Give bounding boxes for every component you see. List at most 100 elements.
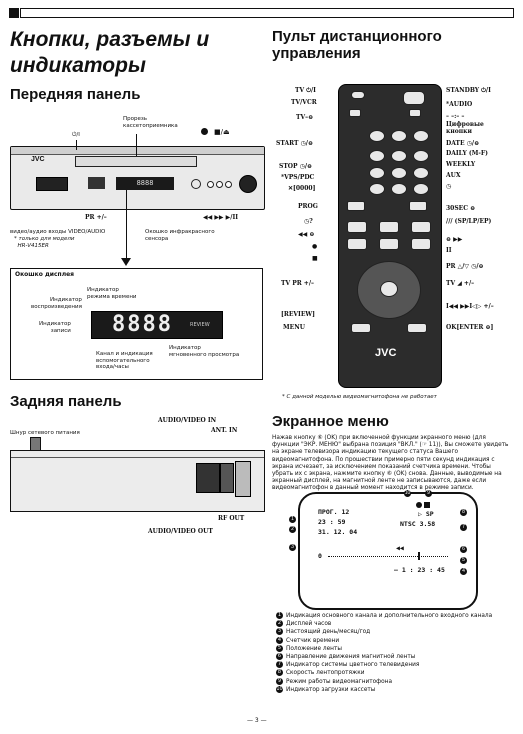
vcr-rear-panel	[10, 450, 265, 512]
av-in-label: AUDIO/VIDEO IN	[158, 417, 217, 424]
av-inputs-label: видео/аудио входы VIDEO/AUDIO	[10, 229, 106, 235]
osd-scale-start: 0	[318, 552, 322, 560]
power-pointer	[76, 140, 77, 150]
display-window-box: Окошко дисплея Индикатор режима времени …	[10, 268, 263, 380]
digit-8[interactable]	[391, 167, 407, 179]
rew-button[interactable]	[207, 181, 214, 188]
digit-9[interactable]	[413, 167, 429, 179]
pause-button[interactable]	[411, 238, 431, 250]
prog-button[interactable]	[347, 201, 365, 211]
remote-label-left-6: ✕[0000]	[288, 185, 316, 192]
osd-counter: – 1 : 23 : 45	[394, 566, 445, 574]
osd-callout-8: 8	[460, 504, 470, 522]
remote-label-right-6: WEEKLY	[446, 161, 476, 168]
front-panel-heading: Передняя панель	[10, 86, 141, 103]
rec-button[interactable]	[347, 238, 367, 250]
30sec-button[interactable]	[409, 201, 427, 211]
remote-label-left-3: START ◷/⊖	[276, 140, 314, 147]
remote-label-left-1: TV/VCR	[291, 99, 317, 106]
audio-button[interactable]	[409, 109, 421, 117]
menu-button[interactable]	[351, 323, 371, 333]
play-button[interactable]	[379, 221, 399, 233]
remote-label-left-10: ●	[312, 243, 318, 250]
review-badge: REVIEW	[190, 322, 210, 328]
osd-clock: 23 : 59	[318, 518, 346, 526]
front-av-jacks	[36, 177, 68, 191]
header-black-square	[9, 8, 19, 18]
digit-6[interactable]	[413, 150, 429, 162]
remote-label-right-1: *AUDIO	[446, 101, 473, 108]
ff-button[interactable]	[411, 221, 431, 233]
record-indicator-label: Индикатор записи	[39, 321, 71, 334]
ant-rf-jacks	[235, 461, 251, 497]
digit-7[interactable]	[369, 167, 385, 179]
remote-label-left-12: TV PR +/–	[281, 280, 315, 287]
remote-label-right-0: STANDBY ⏻/I	[446, 87, 491, 94]
osd-mode: ▷ SP	[418, 510, 434, 518]
osd-callout-9: 9	[425, 485, 435, 503]
remote-label-left-11: ■	[312, 255, 318, 262]
enter-button[interactable]	[407, 323, 427, 333]
cancel-button[interactable]	[369, 183, 385, 195]
av-in-jacks	[196, 463, 220, 493]
remote-label-right-3: Цифровые кнопки	[446, 121, 484, 135]
play-button[interactable]	[225, 181, 232, 188]
aux-button[interactable]	[413, 183, 429, 195]
channel-indicator-label: Канал и индикация вспомогательного входа…	[96, 351, 153, 370]
osd-heading: Экранное меню	[272, 413, 389, 430]
rear-panel-heading: Задняя панель	[10, 393, 122, 410]
digit-3[interactable]	[413, 130, 429, 142]
remote-brand: JVC	[375, 347, 397, 359]
digit-2[interactable]	[391, 130, 407, 142]
osd-date: 31. 12. 04	[318, 528, 358, 536]
digit-0[interactable]	[391, 183, 407, 195]
record-dot-icon	[201, 128, 208, 135]
tv-vcr-button[interactable]	[349, 109, 361, 117]
transport-labels: ◀◀ ▶▶ ▶/II	[203, 214, 239, 221]
remote-label-left-5: *VPS/PDC	[281, 174, 315, 181]
remote-label-right-10: /// (SP/LP/EP)	[446, 218, 492, 225]
digit-4[interactable]	[369, 150, 385, 162]
osd-callout-4: 4	[460, 563, 470, 581]
ok-button[interactable]	[380, 281, 398, 297]
remote-label-right-13: PR △/▽ ◷/⊖	[446, 263, 484, 270]
osd-cassette-box	[424, 502, 430, 508]
vcr-top-bar	[11, 147, 264, 155]
page-number: — 3 —	[247, 717, 267, 724]
digit-1[interactable]	[369, 130, 385, 142]
remote-label-left-14: MENU	[283, 324, 305, 331]
pr-label: PR +/–	[85, 214, 107, 221]
remote-label-right-14: TV ◢ +/–	[446, 280, 475, 287]
rew-button[interactable]	[347, 221, 367, 233]
digit-5[interactable]	[391, 150, 407, 162]
osd-callout-3: 3	[289, 539, 299, 557]
pr-buttons[interactable]	[88, 177, 105, 189]
stop-button[interactable]	[379, 238, 399, 250]
header-rule	[20, 8, 514, 18]
osd-callout-2: 2	[289, 521, 299, 539]
display-digits: 8888	[112, 312, 173, 337]
display-panel: 8888 REVIEW	[91, 311, 223, 339]
vcr-front-panel: JVC 8888	[10, 146, 265, 210]
av-inputs-note: * только для модели HR-V415ER	[14, 236, 75, 249]
display-box-title: Окошко дисплея	[15, 271, 75, 278]
jog-dial[interactable]	[239, 175, 257, 193]
osd-callout-7: 7	[460, 519, 470, 537]
osd-tape-scale	[328, 556, 448, 557]
front-display: 8888	[116, 177, 174, 190]
jvc-logo: JVC	[31, 156, 45, 163]
tv-power-button[interactable]	[351, 91, 365, 99]
osd-rew: ◀◀	[396, 544, 404, 552]
standby-button[interactable]	[403, 91, 425, 105]
osd-tape-position	[418, 552, 420, 560]
ff-button[interactable]	[216, 181, 223, 188]
remote-label-right-16: OK[ENTER ⊖]	[446, 324, 494, 331]
remote-label-right-7: AUX	[446, 172, 461, 179]
remote-label-right-4: DATE ◷/⊖	[446, 140, 480, 147]
av-out-label: AUDIO/VIDEO OUT	[148, 528, 213, 535]
